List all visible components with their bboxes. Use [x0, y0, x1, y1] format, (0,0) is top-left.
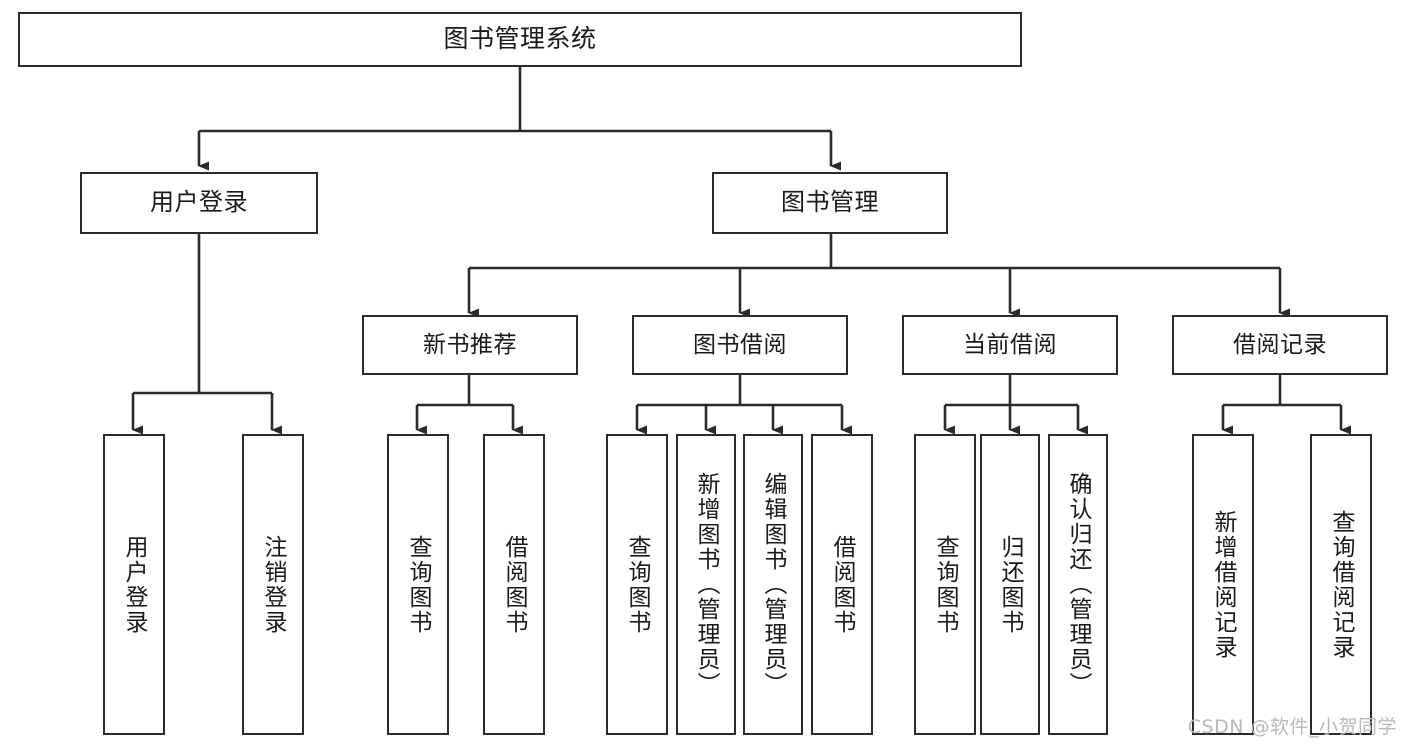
node-leaf-query-book-1[interactable]: 查询图书 [387, 434, 449, 735]
node-leaf-logout[interactable]: 注销登录 [242, 434, 304, 735]
node-leaf-query-book-2[interactable]: 查询图书 [606, 434, 668, 735]
node-new-book-recommend-label: 新书推荐 [423, 331, 517, 358]
node-current-borrow-label: 当前借阅 [963, 331, 1057, 358]
node-leaf-borrow-book-2[interactable]: 借阅图书 [811, 434, 873, 735]
node-leaf-borrow-book-2-label: 借阅图书 [829, 534, 856, 635]
node-leaf-confirm-return-label: 确认归还（管理员） [1065, 472, 1092, 697]
node-book-manage-label: 图书管理 [781, 188, 879, 217]
node-book-manage[interactable]: 图书管理 [712, 172, 948, 234]
node-leaf-query-book-1-label: 查询图书 [405, 534, 432, 635]
node-book-borrow-label: 图书借阅 [693, 331, 787, 358]
node-leaf-add-book[interactable]: 新增图书（管理员） [676, 434, 736, 735]
node-borrow-record-label: 借阅记录 [1233, 331, 1327, 358]
node-leaf-user-login-label: 用户登录 [121, 534, 148, 635]
node-leaf-confirm-return[interactable]: 确认归还（管理员） [1048, 434, 1108, 735]
node-leaf-add-book-label: 新增图书（管理员） [693, 472, 720, 697]
node-leaf-query-record-label: 查询借阅记录 [1328, 509, 1355, 660]
node-leaf-query-book-2-label: 查询图书 [624, 534, 651, 635]
node-leaf-logout-label: 注销登录 [260, 534, 287, 635]
node-user-login[interactable]: 用户登录 [80, 172, 318, 234]
node-leaf-query-book-3-label: 查询图书 [932, 534, 959, 635]
node-current-borrow[interactable]: 当前借阅 [902, 315, 1118, 375]
node-leaf-user-login[interactable]: 用户登录 [103, 434, 165, 735]
node-leaf-add-record-label: 新增借阅记录 [1210, 509, 1237, 660]
node-user-login-label: 用户登录 [150, 188, 248, 217]
node-borrow-record[interactable]: 借阅记录 [1172, 315, 1388, 375]
node-leaf-query-record[interactable]: 查询借阅记录 [1310, 434, 1372, 735]
node-leaf-edit-book-label: 编辑图书（管理员） [760, 472, 787, 697]
node-leaf-return-book[interactable]: 归还图书 [980, 434, 1040, 735]
node-leaf-borrow-book-1-label: 借阅图书 [501, 534, 528, 635]
node-book-borrow[interactable]: 图书借阅 [632, 315, 848, 375]
node-leaf-query-book-3[interactable]: 查询图书 [914, 434, 976, 735]
node-root-label: 图书管理系统 [443, 24, 597, 54]
node-leaf-add-record[interactable]: 新增借阅记录 [1192, 434, 1254, 735]
node-leaf-borrow-book-1[interactable]: 借阅图书 [483, 434, 545, 735]
node-new-book-recommend[interactable]: 新书推荐 [362, 315, 578, 375]
node-leaf-return-book-label: 归还图书 [997, 534, 1024, 635]
node-root[interactable]: 图书管理系统 [18, 12, 1022, 67]
node-leaf-edit-book[interactable]: 编辑图书（管理员） [743, 434, 803, 735]
